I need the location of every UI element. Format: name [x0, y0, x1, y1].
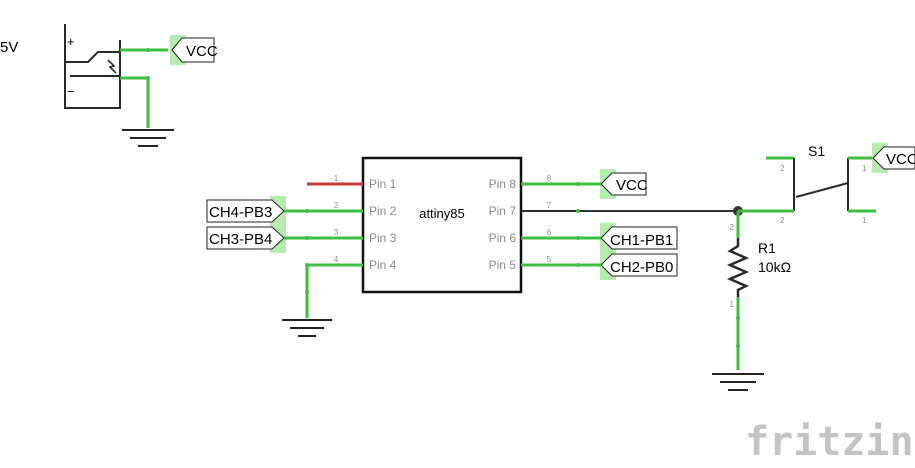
- ic-pin2-label: Pin 2: [369, 204, 397, 218]
- net-label-text: CH4-PB3: [209, 204, 272, 221]
- switch-pin-number: 1: [862, 164, 867, 173]
- ic-pin6-label: Pin 6: [489, 231, 517, 245]
- net-label-ch1-pb1[interactable]: CH1-PB1: [578, 223, 678, 253]
- net-label-text: VCC: [186, 43, 218, 60]
- net-label-flag: [206, 226, 285, 250]
- ic-body: [361, 156, 523, 294]
- ic-pin6-number: 6: [547, 228, 552, 237]
- connection-endpoints: [146, 48, 740, 348]
- power-jack-spark-icon: [107, 59, 117, 74]
- ic-pin3-label: Pin 3: [369, 231, 397, 245]
- ic-pin3-number: 3: [334, 228, 339, 237]
- net-label-flag: [171, 37, 215, 63]
- power-jack-contact: [65, 51, 120, 63]
- resistor-pin-number: 1: [730, 300, 735, 309]
- net-label-text: VCC: [616, 177, 648, 194]
- ic-pin2-number: 2: [334, 201, 339, 210]
- net-label-ch2-pb0[interactable]: CH2-PB0: [578, 250, 678, 280]
- net-label-ch3-pb4[interactable]: CH3-PB4: [206, 223, 307, 253]
- ic-pin4-label: Pin 4: [369, 258, 397, 272]
- net-label-ch4-pb3[interactable]: CH4-PB3: [206, 196, 307, 226]
- net-label-flag: [600, 172, 647, 196]
- ic-pin5-number: 5: [547, 255, 552, 264]
- switch-pin-number: 2: [780, 164, 785, 173]
- resistor-pin-number: 2: [730, 223, 735, 232]
- switch-s1[interactable]: S1 2 2 1 1: [766, 143, 876, 225]
- ground-symbol-ic: [282, 319, 332, 337]
- ground-symbol-power: [122, 129, 174, 147]
- net-label-vcc-power[interactable]: VCC: [170, 35, 218, 65]
- ic-pin1-label: Pin 1: [369, 177, 397, 191]
- power-jack[interactable]: 5V + −: [0, 24, 168, 128]
- net-label-flag: [872, 146, 915, 170]
- ic-pin5-label: Pin 5: [489, 258, 517, 272]
- ic-pin8-number: 8: [547, 174, 552, 183]
- resistor-r1[interactable]: R1 10kΩ 2 1: [726, 211, 792, 370]
- fritzing-logo: fritzing: [745, 419, 915, 465]
- power-label: 5V: [0, 39, 18, 56]
- switch-pin-number: 1: [862, 216, 867, 225]
- ground-symbol-resistor: [712, 373, 764, 391]
- ic-pin7-label: Pin 7: [489, 204, 517, 218]
- net-label-text: CH1-PB1: [610, 232, 673, 249]
- switch-pin-number: 2: [780, 216, 785, 225]
- switch-ref: S1: [808, 143, 825, 159]
- ic-name: attiny85: [419, 206, 465, 221]
- net-label-text: CH3-PB4: [209, 231, 272, 248]
- switch-lever: [795, 182, 849, 198]
- ic-pin7-number: 7: [547, 201, 552, 210]
- resistor-zigzag: [726, 238, 750, 297]
- ic-pin4-number: 4: [334, 255, 339, 264]
- ic-attiny85[interactable]: attiny85 1 2 3 4 Pin 1 Pin 2 Pin 3 Pin 4…: [307, 156, 578, 294]
- power-plus-symbol: +: [67, 34, 75, 49]
- net-label-flag: [206, 199, 285, 223]
- ic-pin8-label: Pin 8: [489, 177, 517, 191]
- net-label-text: VCC: [886, 151, 915, 168]
- net-label-vcc-switch[interactable]: VCC: [872, 143, 915, 173]
- power-minus-symbol: −: [67, 84, 75, 99]
- net-label-text: CH2-PB0: [610, 259, 673, 276]
- net-label-flag: [600, 253, 678, 277]
- resistor-ref: R1: [758, 240, 776, 256]
- power-jack-body: [64, 24, 121, 109]
- ic-pin1-number: 1: [334, 174, 339, 183]
- net-label-vcc-ic[interactable]: VCC: [578, 169, 648, 199]
- net-label-flag: [600, 226, 678, 250]
- resistor-value: 10kΩ: [758, 259, 791, 275]
